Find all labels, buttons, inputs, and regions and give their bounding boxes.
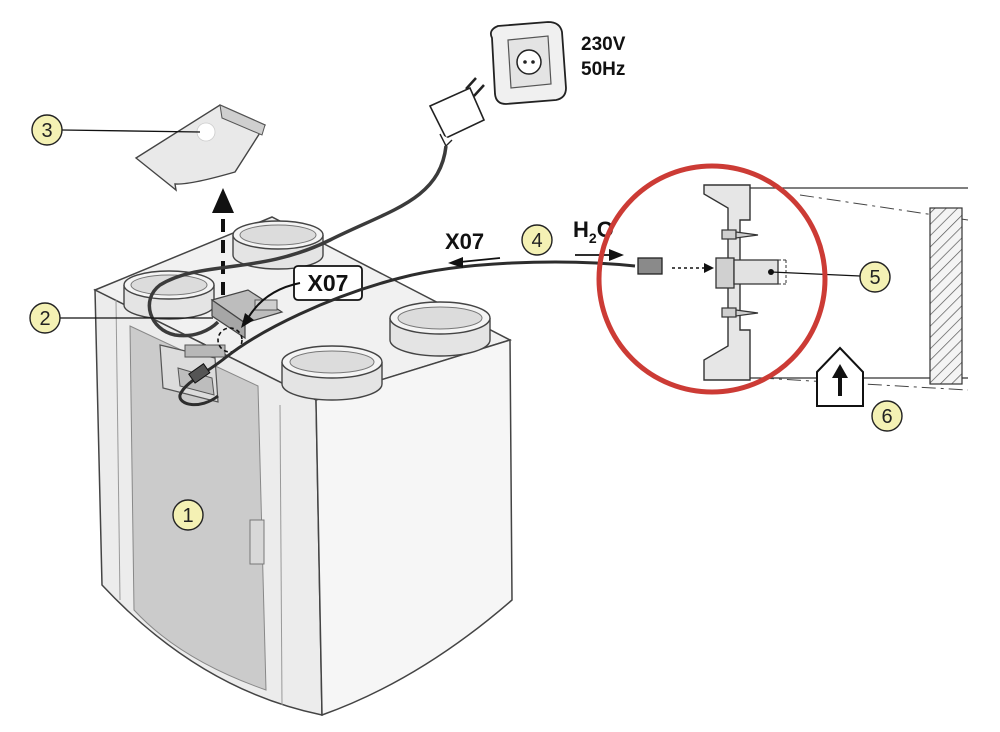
svg-text:6: 6 (881, 406, 892, 428)
connector-x07-highlight (217, 327, 243, 353)
power-voltage-label: 230V (581, 34, 626, 55)
duct-detail (703, 184, 969, 391)
x07-connector-label: X07 (293, 265, 363, 301)
callout-2: 2 (29, 302, 61, 334)
cable-plug-at-unit (188, 363, 211, 384)
remove-cover-arrowhead (212, 188, 234, 213)
svg-text:3: 3 (41, 120, 52, 142)
svg-text:5: 5 (869, 267, 880, 289)
top-cover (134, 104, 267, 192)
svg-text:X07: X07 (308, 270, 349, 296)
upward-orientation-icon (816, 346, 864, 407)
cable-x07-label: X07 (445, 229, 484, 254)
x07-pointer-arrow (247, 282, 301, 319)
callout-5: 5 (859, 261, 891, 293)
detail-highlight-circle (596, 163, 828, 395)
svg-text:2: 2 (39, 308, 50, 330)
duct-collar-front-right (389, 301, 491, 357)
callout-1: 1 (172, 499, 204, 531)
callout-3-leader (61, 129, 201, 133)
callout-4: 4 (521, 224, 553, 256)
svg-text:4: 4 (531, 230, 542, 252)
ventilation-unit (93, 216, 513, 717)
duct-collar-front-center (281, 345, 383, 401)
control-board (210, 289, 284, 340)
callout-6: 6 (871, 400, 903, 432)
svg-text:1: 1 (182, 505, 193, 527)
duct-collar-rear-left (123, 270, 215, 320)
duct-collar-rear-right (232, 220, 324, 270)
power-plug-icon (428, 77, 486, 148)
sensor-plug (637, 257, 663, 275)
wall-socket-icon (489, 21, 567, 105)
cable-direction-arrow (459, 257, 501, 263)
power-frequency-label: 50Hz (581, 59, 625, 80)
sensor-cable (178, 260, 636, 406)
power-cable (147, 145, 448, 338)
callout-3: 3 (31, 114, 63, 146)
